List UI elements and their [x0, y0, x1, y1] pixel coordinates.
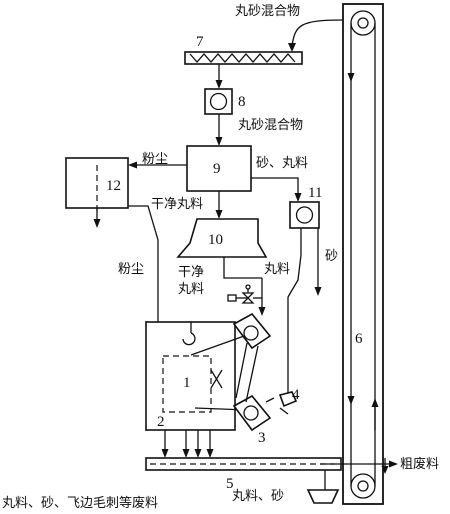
elevator-discharge-line — [291, 19, 344, 47]
label-sand: 砂 — [325, 249, 338, 264]
separator-11 — [289, 201, 320, 229]
number-9: 9 — [213, 161, 221, 177]
conveyor-5 — [145, 457, 342, 471]
number-12: 12 — [106, 178, 121, 194]
label-shot: 丸料 — [264, 262, 290, 277]
label-mixture-top: 丸砂混合物 — [235, 4, 300, 19]
label-waste-bottom: 丸料、砂、飞边毛刺等废料 — [2, 495, 158, 511]
number-4: 4 — [292, 387, 300, 403]
vibrating-screen-7 — [184, 51, 303, 65]
number-3: 3 — [258, 430, 266, 446]
number-11: 11 — [308, 185, 322, 201]
label-coarse-waste: 粗废料 — [400, 456, 439, 472]
label-clean-shot-2a: 干净 — [178, 265, 204, 280]
shot-hopper-10 — [176, 218, 268, 258]
number-8: 8 — [238, 94, 246, 110]
magnetic-separator-8 — [204, 88, 233, 115]
valve — [227, 284, 262, 304]
number-6: 6 — [355, 331, 363, 347]
label-mixture-mid: 丸砂混合物 — [238, 118, 303, 133]
dust-collector-12 — [65, 157, 129, 228]
label-clean-shot-2b: 丸料 — [178, 282, 204, 297]
blast-wheel-upper — [232, 312, 272, 350]
blast-wheel-lower-3 — [232, 394, 272, 432]
label-sand-shot: 砂、丸料 — [256, 156, 308, 171]
nozzle-4 — [265, 391, 298, 415]
label-shot-sand-bottom: 丸料、砂 — [232, 489, 284, 504]
label-clean-shot-1: 干净丸料 — [151, 197, 203, 212]
number-5: 5 — [226, 476, 234, 492]
blast-cabinet-2 — [145, 321, 248, 431]
number-1: 1 — [183, 375, 191, 391]
label-dust-side: 粉尘 — [118, 262, 144, 277]
label-dust-left: 粉尘 — [142, 152, 168, 167]
number-10: 10 — [208, 232, 223, 248]
bucket-elevator-6 — [342, 3, 384, 505]
number-7: 7 — [196, 34, 204, 50]
number-2: 2 — [157, 414, 165, 430]
